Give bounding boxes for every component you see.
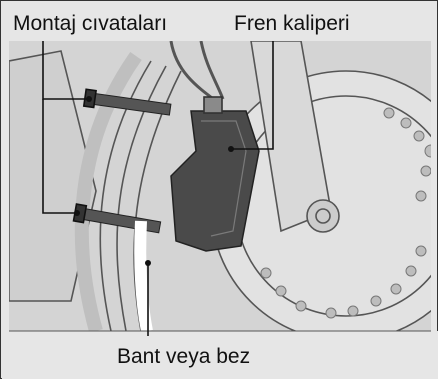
tape-strip: [140, 221, 147, 331]
axle-bolt: [307, 200, 339, 232]
bleeder-valve: [204, 97, 222, 113]
label-brake-caliper: Fren kaliperi: [234, 13, 350, 34]
label-mounting-bolts: Montaj cıvataları: [13, 13, 167, 34]
label-tape-or-cloth: Bant veya bez: [117, 346, 250, 367]
